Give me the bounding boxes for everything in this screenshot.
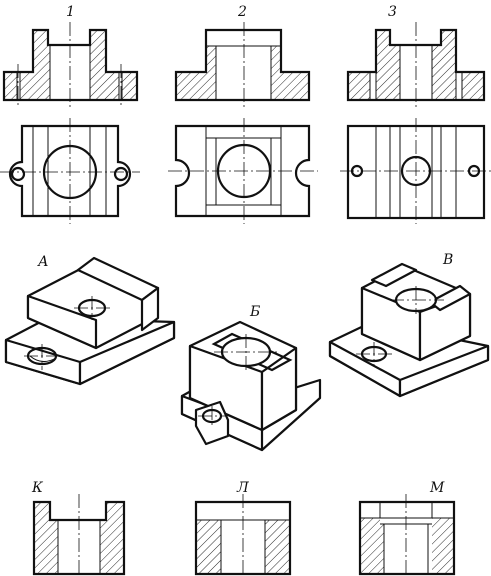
label-iso-b: Б <box>249 304 260 320</box>
isometric-b <box>180 320 322 452</box>
isometric-v <box>328 262 490 398</box>
label-view-3: 3 <box>388 4 397 20</box>
label-iso-v: В <box>442 252 453 268</box>
front-section-1 <box>2 22 139 108</box>
top-view-2 <box>168 118 318 224</box>
label-view-2: 2 <box>237 4 247 20</box>
label-view-1: 1 <box>66 4 75 20</box>
label-section-l: Л <box>236 480 249 496</box>
front-section-2 <box>174 22 311 108</box>
label-section-k: К <box>31 480 44 496</box>
top-view-3 <box>340 118 491 224</box>
label-section-m: М <box>429 480 445 496</box>
section-l <box>194 494 292 576</box>
section-k <box>32 494 126 576</box>
isometric-a <box>4 256 176 386</box>
section-m <box>358 494 456 576</box>
label-iso-a: А <box>37 254 49 270</box>
top-view-1 <box>0 118 140 224</box>
front-section-3 <box>346 22 486 108</box>
